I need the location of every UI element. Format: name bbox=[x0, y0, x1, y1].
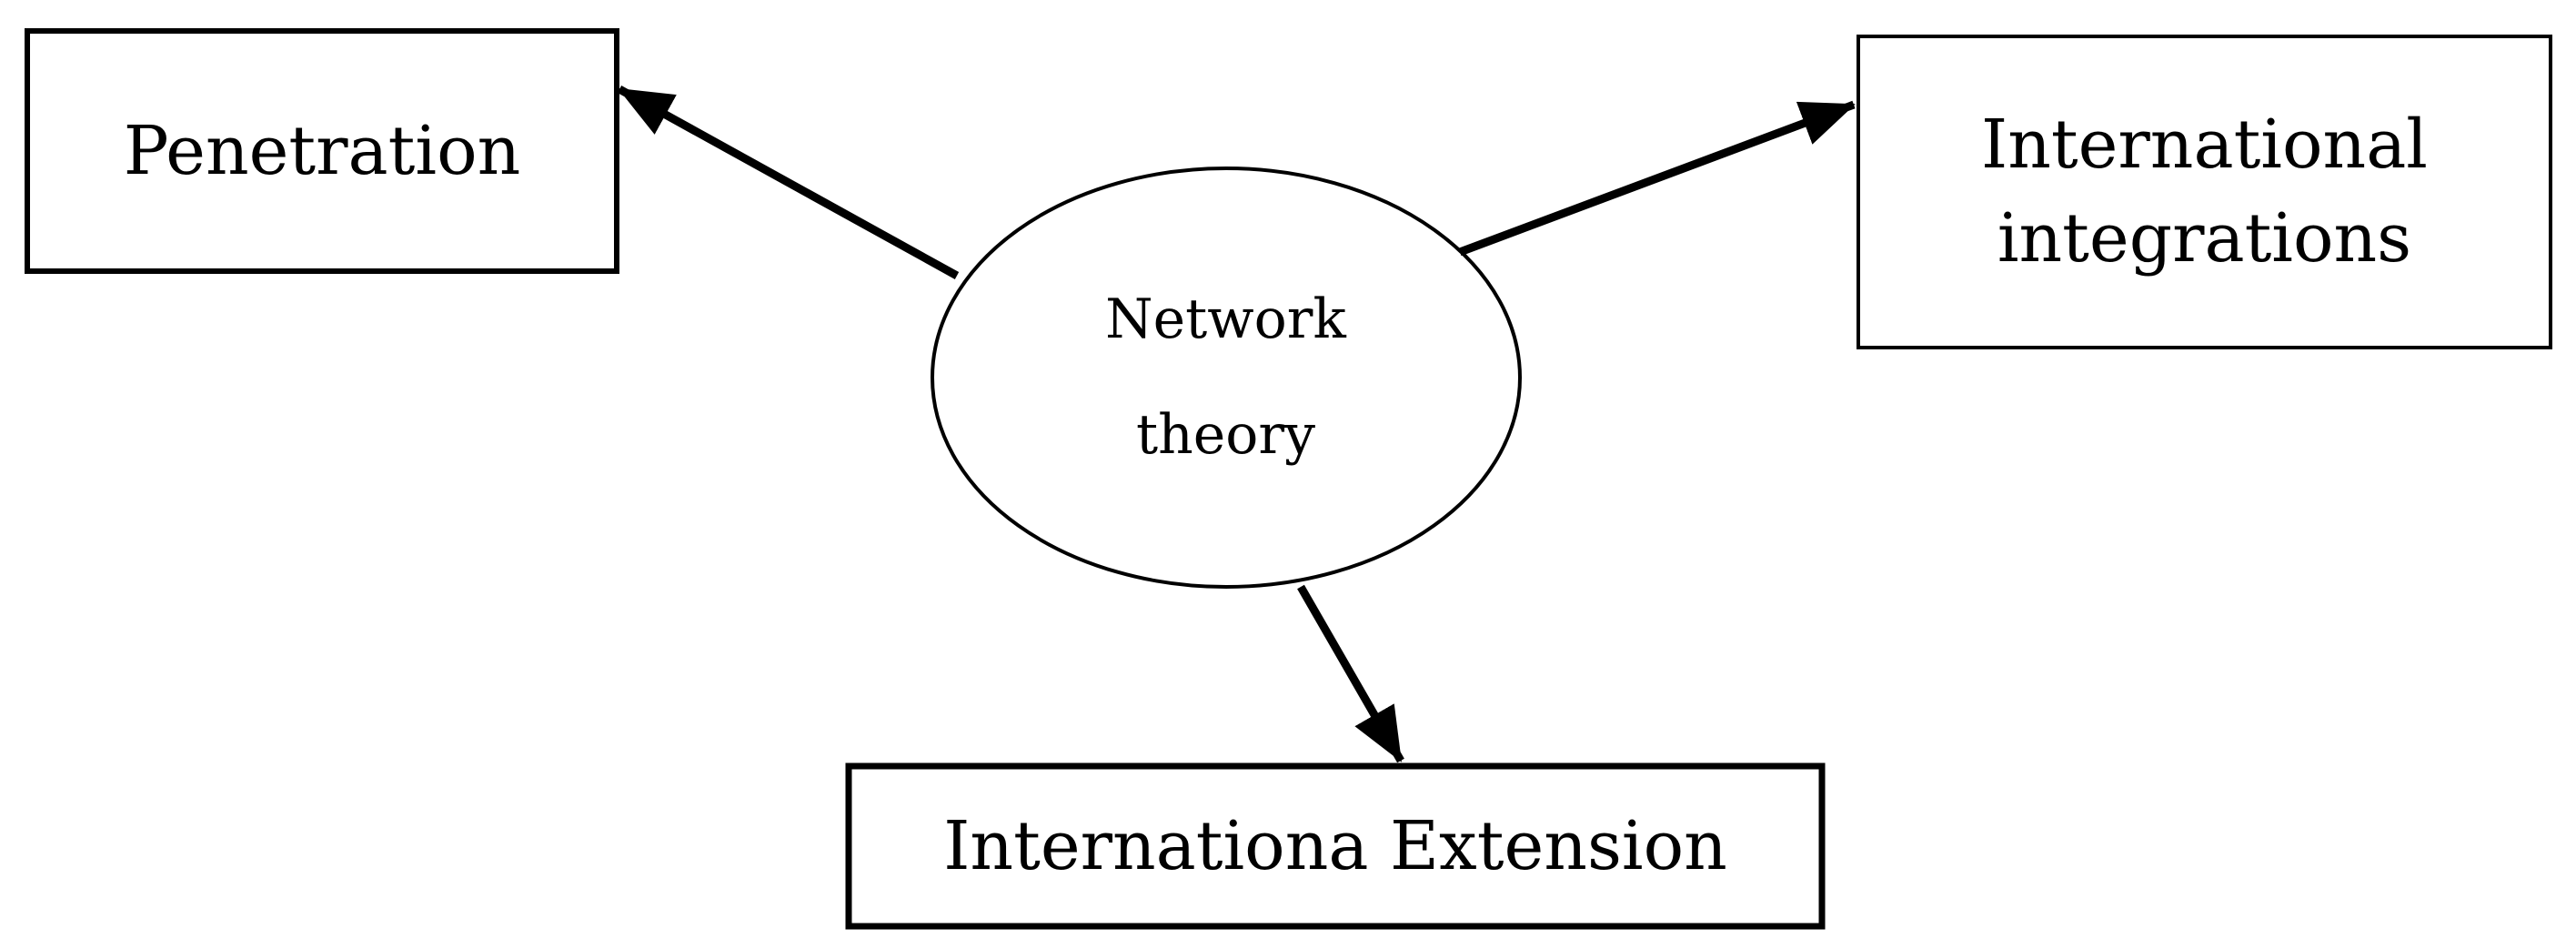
integrations-text-line2: integrations bbox=[1997, 199, 2412, 278]
arrow-to-extension bbox=[1297, 584, 1404, 763]
arrow-to-penetration bbox=[617, 86, 960, 279]
arrow-to-integrations bbox=[1458, 100, 1856, 257]
extension-label: Internationa Extension bbox=[849, 766, 1822, 926]
penetration-box bbox=[25, 28, 619, 274]
integrations-box bbox=[1857, 35, 2552, 349]
penetration-text: Penetration bbox=[123, 111, 521, 190]
integrations-text-line1: International bbox=[1981, 106, 2428, 185]
extension-text: Internationa Extension bbox=[943, 806, 1727, 885]
integrations-label: International integrations bbox=[1858, 36, 2551, 348]
extension-box bbox=[845, 762, 1826, 930]
penetration-label: Penetration bbox=[27, 31, 617, 271]
network-theory-ellipse bbox=[931, 167, 1522, 589]
network-theory-text-line2: theory bbox=[1136, 403, 1315, 467]
network-theory-label: Network theory bbox=[932, 168, 1519, 587]
network-theory-text-line1: Network bbox=[1105, 288, 1346, 351]
